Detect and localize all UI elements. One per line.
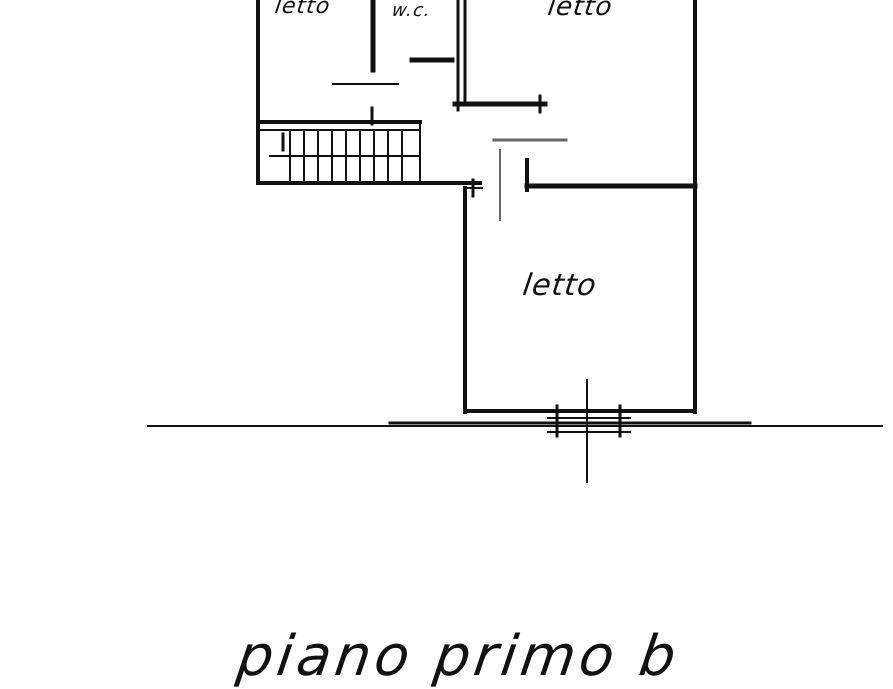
room-label-bottom: letto <box>520 268 600 303</box>
floor-title: piano primo b <box>233 624 684 689</box>
room-label-top-left: letto <box>273 0 333 19</box>
floor-plan-drawing <box>147 0 883 483</box>
staircase <box>256 106 422 184</box>
room-label-wc: w.c. <box>390 0 433 21</box>
room-label-top-right: letto <box>545 0 615 22</box>
